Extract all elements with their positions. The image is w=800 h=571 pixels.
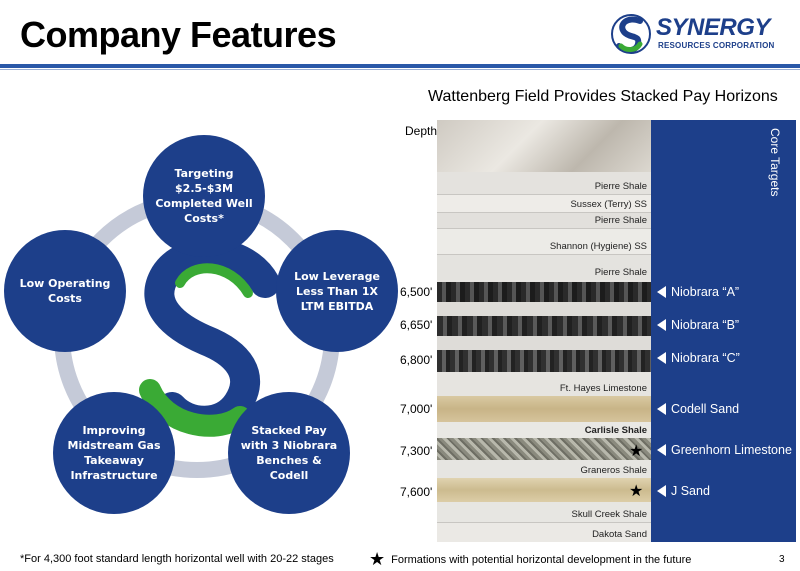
page-number: 3 <box>779 554 785 565</box>
stratigraphic-column: Pierre Shale Sussex (Terry) SS Pierre Sh… <box>437 120 651 542</box>
strat-title: Wattenberg Field Provides Stacked Pay Ho… <box>428 88 778 105</box>
target-niobrara-c: Niobrara “C” <box>657 351 740 365</box>
target-niobrara-b: Niobrara “B” <box>657 318 739 332</box>
layer-ft-hayes: Ft. Hayes Limestone <box>437 372 651 396</box>
layer-niobrara-b <box>437 316 651 336</box>
layer-gap-1 <box>437 280 651 282</box>
feature-low-operating-costs: Low Operating Costs <box>4 230 126 352</box>
layer-gap-2 <box>437 302 651 316</box>
layer-top-rock <box>437 120 651 172</box>
layer-carlisle: Carlisle Shale <box>437 422 651 438</box>
synergy-swirl-icon <box>611 14 651 54</box>
layer-shannon: Shannon (Hygiene) SS <box>437 228 651 254</box>
target-niobrara-a: Niobrara “A” <box>657 285 739 299</box>
depth-6500: 6,500' <box>400 285 433 299</box>
layer-gap-3 <box>437 336 651 350</box>
layer-sussex: Sussex (Terry) SS <box>437 194 651 212</box>
star-icon-j-sand: ★ <box>629 483 644 500</box>
layer-j-sand <box>437 478 651 502</box>
title-rule <box>0 64 800 68</box>
layer-greenhorn <box>437 438 651 460</box>
feature-stacked-pay: Stacked Pay with 3 Niobrara Benches & Co… <box>228 392 350 514</box>
page-title: Company Features <box>20 14 337 55</box>
footnote: *For 4,300 foot standard length horizont… <box>20 553 334 565</box>
arrow-left-icon <box>657 352 666 364</box>
core-targets-panel <box>651 120 796 542</box>
depth-7600: 7,600' <box>400 485 433 499</box>
target-codell: Codell Sand <box>657 402 739 416</box>
star-icon: ★ <box>369 549 386 569</box>
arrow-left-icon <box>657 444 666 456</box>
center-swirl-icon <box>139 238 280 437</box>
core-targets-label: Core Targets <box>768 128 782 197</box>
feature-low-leverage: Low Leverage Less Than 1X LTM EBITDA <box>276 230 398 352</box>
layer-niobrara-c <box>437 350 651 372</box>
target-j-sand: J Sand <box>657 484 710 498</box>
depth-label: Depth <box>405 124 438 138</box>
arrow-left-icon <box>657 286 666 298</box>
target-greenhorn: Greenhorn Limestone <box>657 443 792 457</box>
layer-dakota: Dakota Sand <box>437 522 651 542</box>
layer-pierre-shale-1: Pierre Shale <box>437 172 651 194</box>
logo-subtitle: RESOURCES CORPORATION <box>658 41 775 50</box>
feature-midstream: Improving Midstream Gas Takeaway Infrast… <box>53 392 175 514</box>
title-rule-thin <box>0 69 800 70</box>
features-wheel: Targeting $2.5-$3M Completed Well Costs*… <box>0 135 398 520</box>
logo-name: SYNERGY <box>656 14 770 41</box>
layer-skull-creek: Skull Creek Shale <box>437 502 651 522</box>
arrow-left-icon <box>657 319 666 331</box>
feature-well-costs: Targeting $2.5-$3M Completed Well Costs* <box>143 135 265 257</box>
layer-graneros: Graneros Shale <box>437 460 651 478</box>
star-icon-greenhorn: ★ <box>629 443 644 460</box>
layer-pierre-shale-3: Pierre Shale <box>437 254 651 280</box>
layer-codell <box>437 396 651 422</box>
depth-7300: 7,300' <box>400 444 433 458</box>
arrow-left-icon <box>657 403 666 415</box>
legend-text: Formations with potential horizontal dev… <box>391 553 692 566</box>
legend: ★ Formations with potential horizontal d… <box>369 549 691 570</box>
arrow-left-icon <box>657 485 666 497</box>
layer-pierre-shale-2: Pierre Shale <box>437 212 651 228</box>
depth-7000: 7,000' <box>400 402 433 416</box>
depth-6800: 6,800' <box>400 353 433 367</box>
synergy-logo: SYNERGY RESOURCES CORPORATION <box>610 12 790 56</box>
layer-niobrara-a <box>437 282 651 302</box>
depth-6650: 6,650' <box>400 318 433 332</box>
